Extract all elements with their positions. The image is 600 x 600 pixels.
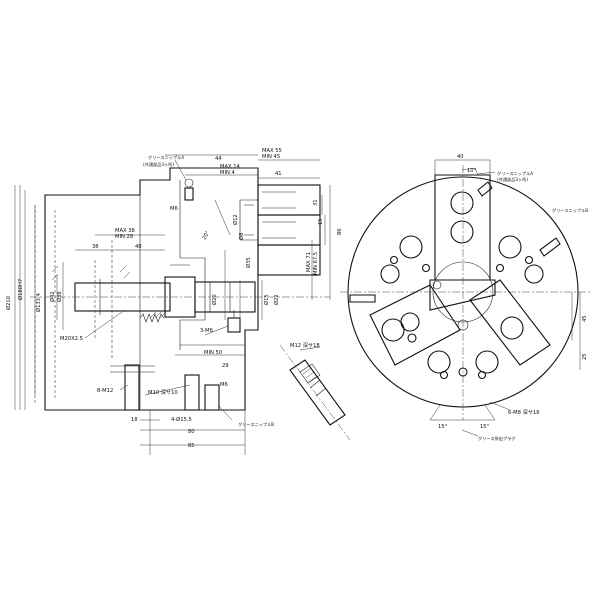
tap-m12-label: 8-M12 (97, 388, 113, 394)
front-view (340, 159, 590, 437)
dim-80: 80 (188, 429, 195, 435)
grease-nipple-b-bottom-label: グリースニップルB (238, 421, 274, 428)
dim-29: 29 (222, 363, 229, 369)
pin-hole-label: 4-Ø15.5 (171, 416, 192, 423)
dim-15: 15 (318, 218, 324, 225)
front-dim-25: 25 (582, 353, 588, 360)
dia-hub-label: Ø38 (56, 291, 63, 302)
dim-31: 31 (313, 199, 319, 206)
dia-shank-label: Ø42 (49, 291, 56, 302)
dim-max71: MAX 71 (306, 252, 312, 272)
dim-41: 41 (275, 171, 282, 177)
dim-86: 86 (337, 228, 343, 235)
front-grease-nipple-a: グリースニップルA (497, 170, 533, 177)
dia-bore-label: Ø133.4 (35, 292, 42, 312)
dim-m12-phi: Ø12 (232, 214, 239, 225)
tap-m6-bottom-label: M6 (220, 382, 228, 388)
dim-min45: MIN 45 (262, 154, 280, 160)
front-dim-10deg: 10° (467, 168, 477, 174)
front-angle-right: 15° (480, 424, 490, 430)
dim-phi35: Ø35 (245, 257, 252, 268)
dim-phi22: Ø22 (273, 294, 280, 305)
dim-max38: MAX 38 (115, 228, 135, 234)
dim-40: 40 (135, 244, 142, 250)
section-tap-label: M12 深サ18 (290, 341, 320, 349)
dim-max14: MAX 14 (220, 164, 241, 170)
m6-top-label: M6 (170, 206, 178, 212)
dim-phi15: Ø15 (263, 294, 270, 305)
front-tap-label: 6-M8 深サ16 (508, 408, 540, 416)
side-view (14, 154, 331, 455)
dim-min50: MIN 50 (204, 350, 222, 356)
front-dim-45: 45 (582, 315, 588, 322)
dim-20deg: 20° (202, 230, 212, 241)
dim-min4: MIN 4 (220, 170, 236, 176)
tap-m10-label: M10 深サ10 (148, 388, 178, 396)
front-angle-left: 15° (438, 424, 448, 430)
front-grease-nipple-b: グリースニップルB (552, 207, 588, 214)
dia-base-fit-label: Ø180H7 (17, 279, 24, 300)
dim-max55: MAX 55 (262, 148, 282, 154)
dia-outer-label: Ø210 (5, 296, 12, 310)
dim-18: 18 (131, 417, 138, 423)
dim-85: 85 (188, 443, 195, 449)
dim-38: 38 (92, 244, 99, 250)
front-plug-label: グリース排出プラグ (478, 435, 515, 442)
front-view-labels: 40 10° グリースニップルA (共通部品3ヶ所) グリースニップルB 45 … (438, 154, 588, 442)
dim-min28: MIN 28 (115, 234, 133, 240)
dim-phi20: Ø20 (211, 294, 218, 305)
section-detail: M12 深サ18 (279, 341, 351, 441)
grease-nipple-a-note: (共通部品3ヶ所) (143, 161, 174, 168)
tap-m5-label: 3-M6 (200, 328, 213, 334)
grease-nipple-a-label: グリースニップルA (148, 154, 184, 161)
dim-phi8: Ø8 (238, 233, 245, 240)
side-view-labels: Ø210 Ø133.4 Ø38 Ø42 Ø180H7 M20X2.5 8-M12… (5, 148, 343, 449)
front-dim-40: 40 (457, 154, 464, 160)
front-grease-nipple-a-note: (共通部品3ヶ所) (497, 176, 528, 183)
thread-main-label: M20X2.5 (60, 336, 83, 342)
dim-44: 44 (215, 156, 222, 162)
dim-min67: MIN 67.5 (313, 252, 319, 275)
